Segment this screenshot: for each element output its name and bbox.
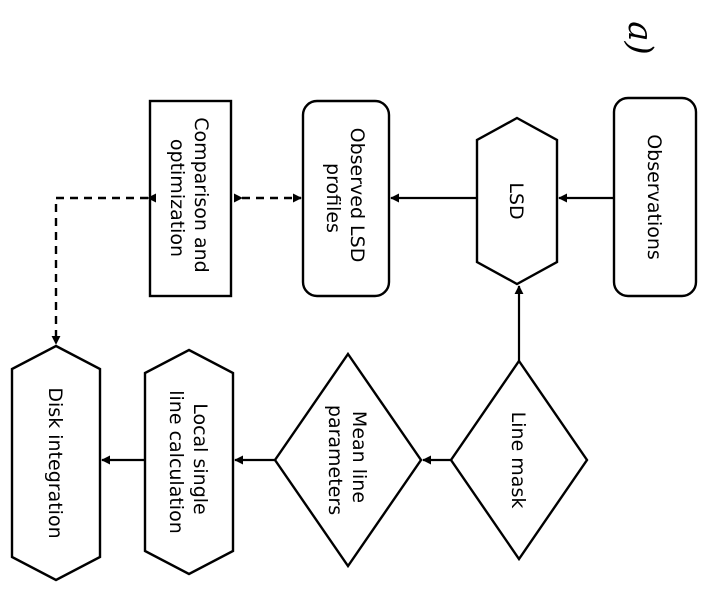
mean-line-parameters-diamond [273, 351, 423, 569]
local-single-line-calculation-hexagon [143, 348, 235, 576]
panel-label: a) [620, 21, 660, 55]
observed-lsd-profiles-label: Observed LSD profiles [322, 128, 368, 269]
local-single-line-calculation-label: Local single line calculation [165, 390, 211, 534]
edge-comparison-disk-dashed [51, 193, 157, 345]
comparison-optimization-label: Comparison and optimization [166, 117, 212, 279]
disk-integration-label: Disk integration [44, 387, 66, 538]
disk-integration-hexagon [10, 344, 102, 582]
mean-line-parameters-label: Mean line parameters [324, 405, 370, 515]
line-mask-label: Line mask [507, 412, 529, 509]
observations-label: Observations [643, 134, 665, 260]
lsd-label: LSD [505, 182, 527, 219]
observed-lsd-profiles-box [301, 99, 391, 298]
lsd-hexagon [475, 116, 559, 286]
comparison-optimization-box [148, 99, 233, 298]
line-mask-diamond [449, 358, 589, 562]
